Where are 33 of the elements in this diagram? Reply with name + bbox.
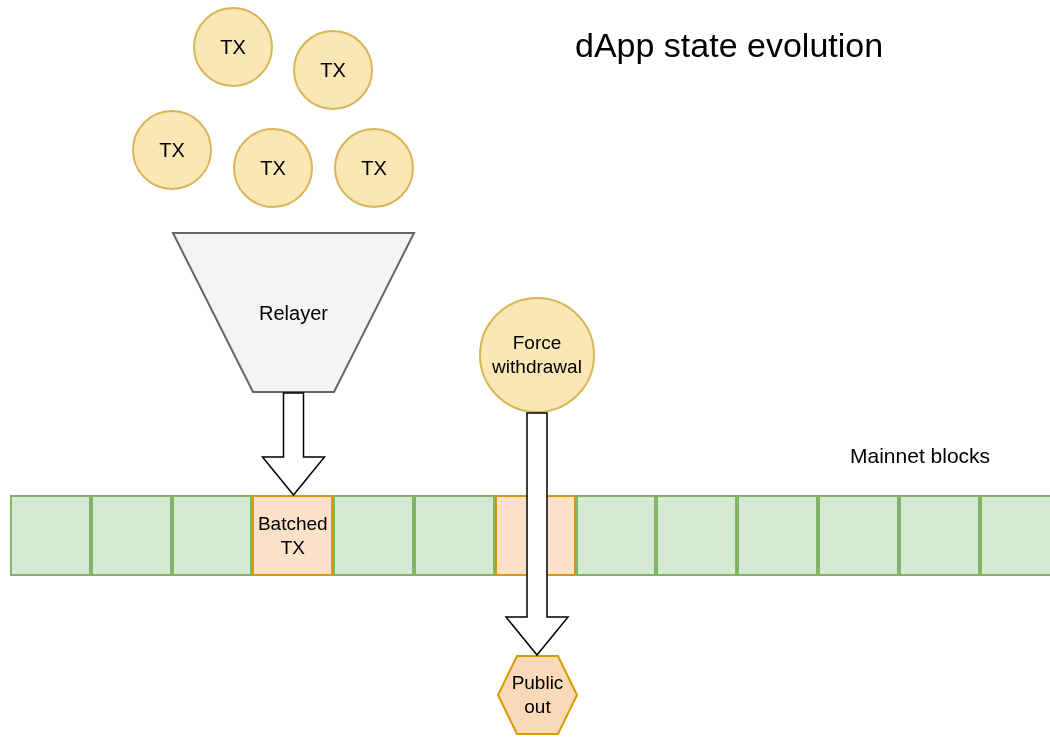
withdrawal-circle [479, 297, 595, 413]
relayer-funnel [172, 232, 415, 393]
node-label: Public out [510, 671, 565, 719]
node-label: TX [220, 35, 246, 59]
transaction-circle [233, 128, 313, 208]
block-box [333, 495, 414, 576]
block-box [575, 495, 657, 576]
transaction-circle [193, 7, 273, 87]
block-arrow [504, 412, 570, 657]
node-label: Force withdrawal [491, 331, 583, 379]
transaction-circle [293, 30, 373, 110]
node-label: TX [361, 156, 387, 180]
block-box [737, 495, 818, 576]
block-box [979, 495, 1050, 576]
node-label: TX [260, 156, 286, 180]
block-box [90, 495, 172, 576]
node-label: TX [320, 58, 346, 82]
block-box [898, 495, 980, 576]
block-box [10, 495, 91, 576]
node-label: TX [159, 138, 185, 162]
node-label: Batched TX [256, 511, 329, 560]
hexagon [497, 655, 578, 735]
transaction-circle [132, 110, 212, 190]
transaction-circle [334, 128, 414, 208]
block-box [171, 495, 253, 576]
annotation-label: Mainnet blocks [850, 444, 991, 468]
block-arrow [260, 392, 327, 497]
node-label: Relayer [259, 300, 328, 325]
diagram-title: dApp state evolution [575, 26, 884, 65]
block-box [656, 495, 738, 576]
block-box [414, 495, 495, 576]
highlighted-block-box [252, 495, 334, 576]
block-box [818, 495, 899, 576]
